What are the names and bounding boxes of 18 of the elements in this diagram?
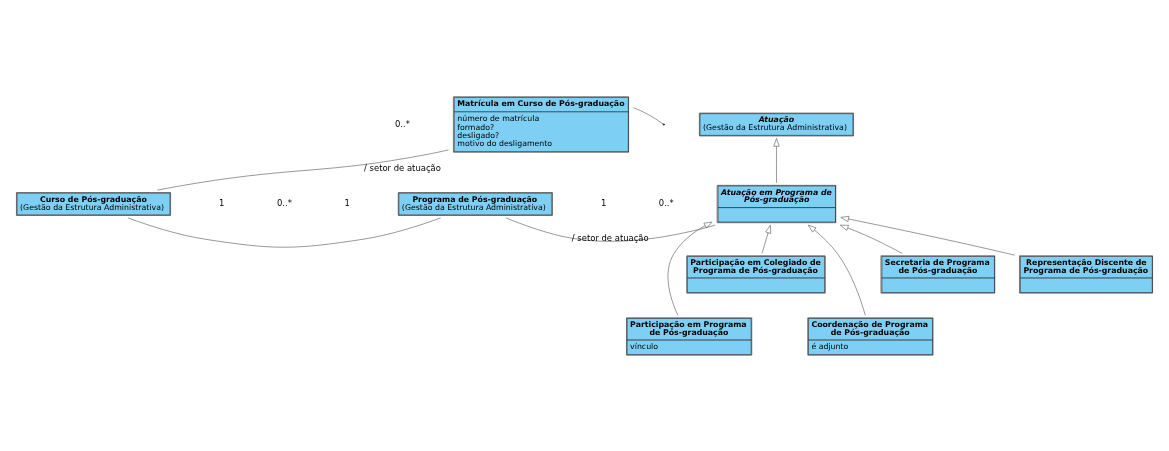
- arrow: [773, 137, 780, 183]
- connector: [505, 217, 716, 242]
- label: 1: [600, 197, 607, 208]
- connector: [633, 106, 664, 124]
- edge-label: / setor de atuação: [571, 232, 649, 243]
- arrow: [667, 221, 713, 316]
- arrow: [761, 224, 772, 254]
- connector: [157, 149, 449, 190]
- edge-label: / setor de atuação: [364, 162, 441, 173]
- arrow: [840, 224, 903, 254]
- arrow: [840, 215, 1015, 255]
- label: 0..*: [658, 197, 674, 208]
- label: 0..*: [276, 197, 292, 208]
- label: 1: [219, 197, 225, 208]
- arrow: [807, 224, 866, 316]
- label: 0..*: [395, 118, 410, 129]
- label: 1: [344, 197, 350, 208]
- connector: [127, 217, 441, 248]
